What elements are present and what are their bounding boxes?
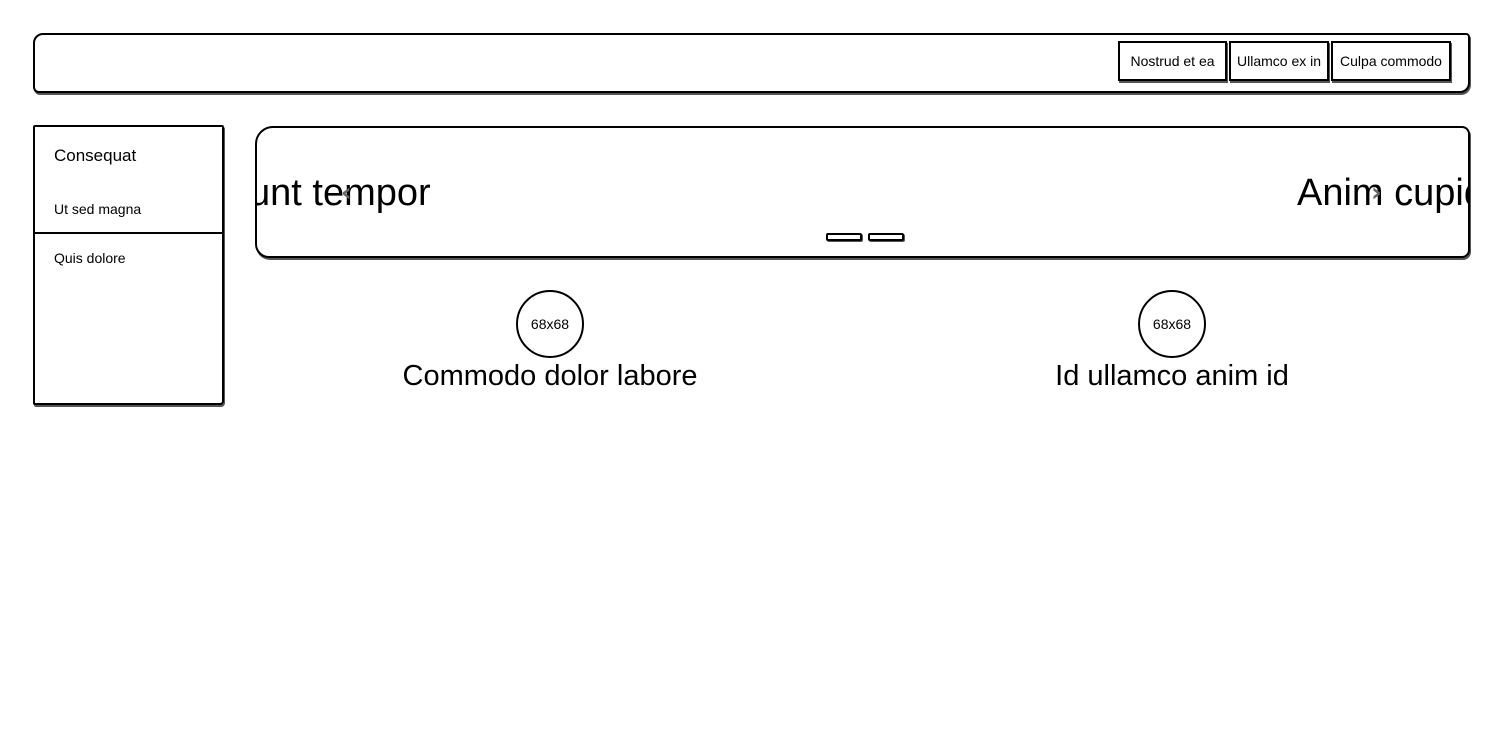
chevron-right-icon[interactable]: › (1371, 178, 1382, 208)
sidebar-divider (35, 232, 222, 234)
nav-button-nostrud[interactable]: Nostrud et ea (1118, 41, 1227, 81)
sidebar-item-ut-sed-magna[interactable]: Ut sed magna (54, 201, 142, 217)
sidebar-item-quis-dolore[interactable]: Quis dolore (54, 250, 126, 266)
sidebar: Consequat Ut sed magna Quis dolore (33, 125, 224, 405)
chevron-left-icon[interactable]: ‹ (341, 178, 352, 208)
carousel: unt tempor Anim cupid ‹ › (255, 126, 1470, 258)
feature-card: 68x68 Id ullamco anim id (972, 290, 1372, 393)
nav-button-ullamco[interactable]: Ullamco ex in (1229, 41, 1329, 81)
carousel-indicators (826, 233, 904, 241)
carousel-indicator[interactable] (826, 233, 862, 241)
carousel-slide-previous-text: unt tempor (255, 172, 431, 214)
carousel-slide-next-text: Anim cupid (1297, 172, 1470, 214)
sidebar-heading: Consequat (54, 146, 137, 165)
carousel-indicator[interactable] (868, 233, 904, 241)
top-navigation-bar: Nostrud et ea Ullamco ex in Culpa commod… (33, 33, 1470, 93)
nav-button-culpa[interactable]: Culpa commodo (1331, 41, 1451, 81)
feature-card: 68x68 Commodo dolor labore (350, 290, 750, 393)
feature-title: Id ullamco anim id (1055, 360, 1289, 392)
image-placeholder: 68x68 (516, 290, 584, 358)
image-placeholder: 68x68 (1138, 290, 1206, 358)
feature-title: Commodo dolor labore (402, 360, 698, 392)
top-navigation-buttons: Nostrud et ea Ullamco ex in Culpa commod… (1118, 41, 1451, 81)
